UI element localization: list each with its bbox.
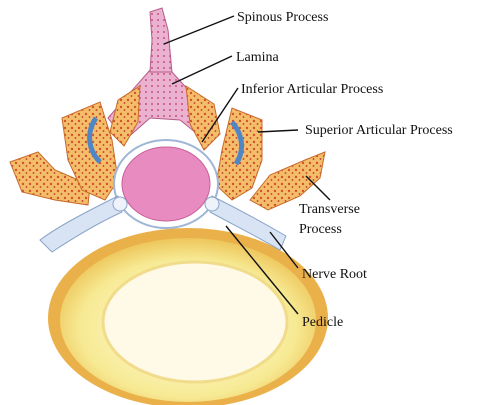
leader-transverse-process — [305, 175, 331, 201]
leader-superior-articular-process — [257, 129, 299, 133]
vertebral-body — [48, 228, 328, 405]
label-transverse: Transverse — [299, 202, 360, 217]
transverse-process-left — [9, 151, 91, 206]
nerve-root-right — [204, 195, 287, 251]
transverse-process-right — [249, 151, 326, 211]
leader-inferior-articular-process — [201, 87, 239, 143]
label-spinous-process: Spinous Process — [237, 10, 328, 25]
spinal-cord — [113, 139, 219, 229]
articular-facet-left — [87, 116, 102, 164]
label-lamina: Lamina — [236, 50, 280, 65]
label-superior-articular-process: Superior Articular Process — [305, 123, 453, 138]
spinous-process — [149, 7, 173, 73]
leader-lamina — [171, 55, 233, 85]
label-nerve-root: Nerve Root — [302, 267, 367, 282]
articular-facet-right — [230, 120, 244, 166]
label-process: Process — [299, 222, 342, 237]
nerve-root-left — [39, 195, 128, 253]
label-inferior-articular-process: Inferior Articular Process — [241, 82, 383, 97]
label-pedicle: Pedicle — [302, 315, 343, 330]
inferior-articular-process-right — [185, 85, 221, 151]
inferior-articular-process-left — [109, 85, 141, 147]
leader-lines — [163, 15, 331, 315]
leader-nerve-root — [269, 231, 299, 269]
leader-spinous-process — [163, 15, 235, 45]
leader-pedicle — [225, 225, 299, 315]
